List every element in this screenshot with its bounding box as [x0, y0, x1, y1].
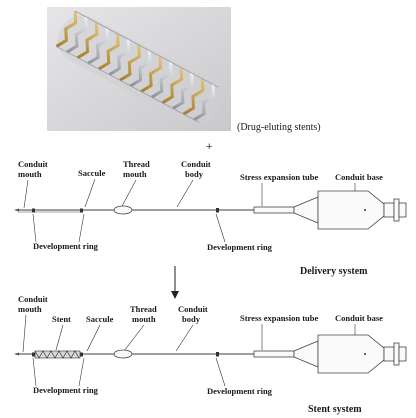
label-conduit-body: Conduit — [178, 304, 208, 314]
label-conduit-mouth: Conduit — [18, 294, 48, 304]
label-conduit-body-line2: body — [185, 169, 204, 179]
label-saccule: Saccule — [78, 168, 106, 178]
label-saccule: Saccule — [86, 314, 114, 324]
label-conduit-mouth: Conduit — [18, 159, 48, 169]
label-conduit-mouth-line2: mouth — [18, 169, 42, 179]
label-thread-mouth: Thread — [130, 304, 157, 314]
label-stent: Stent — [52, 314, 71, 324]
stent-photo-caption: (Drug-eluting stents) — [237, 122, 321, 133]
label-stress-expansion-tube: Stress expansion tube — [240, 313, 318, 323]
label-development-ring-left: Development ring — [33, 385, 99, 395]
stent-system-title: Stent system — [308, 404, 362, 415]
label-thread-mouth: Thread — [123, 159, 150, 169]
label-thread-mouth-line2: mouth — [123, 169, 147, 179]
plus-sign: + — [206, 141, 212, 153]
stent-system-diagram: Conduit mouth Stent Saccule Thread mouth… — [14, 294, 407, 396]
stent-photo — [47, 7, 231, 131]
delivery-system-title: Delivery system — [300, 266, 368, 277]
label-conduit-base: Conduit base — [335, 172, 383, 182]
label-conduit-base: Conduit base — [335, 313, 383, 323]
label-conduit-mouth-line2: mouth — [18, 304, 42, 314]
delivery-system-diagram: Conduit mouth Saccule Thread mouth Condu… — [14, 159, 407, 252]
label-development-ring-left: Development ring — [33, 241, 99, 251]
label-development-ring-right: Development ring — [207, 242, 273, 252]
label-conduit-body: Conduit — [181, 159, 211, 169]
down-arrow-icon — [171, 266, 179, 299]
label-stress-expansion-tube: Stress expansion tube — [240, 172, 318, 182]
label-conduit-body-line2: body — [182, 314, 201, 324]
label-development-ring-right: Development ring — [207, 386, 273, 396]
label-thread-mouth-line2: mouth — [132, 314, 156, 324]
